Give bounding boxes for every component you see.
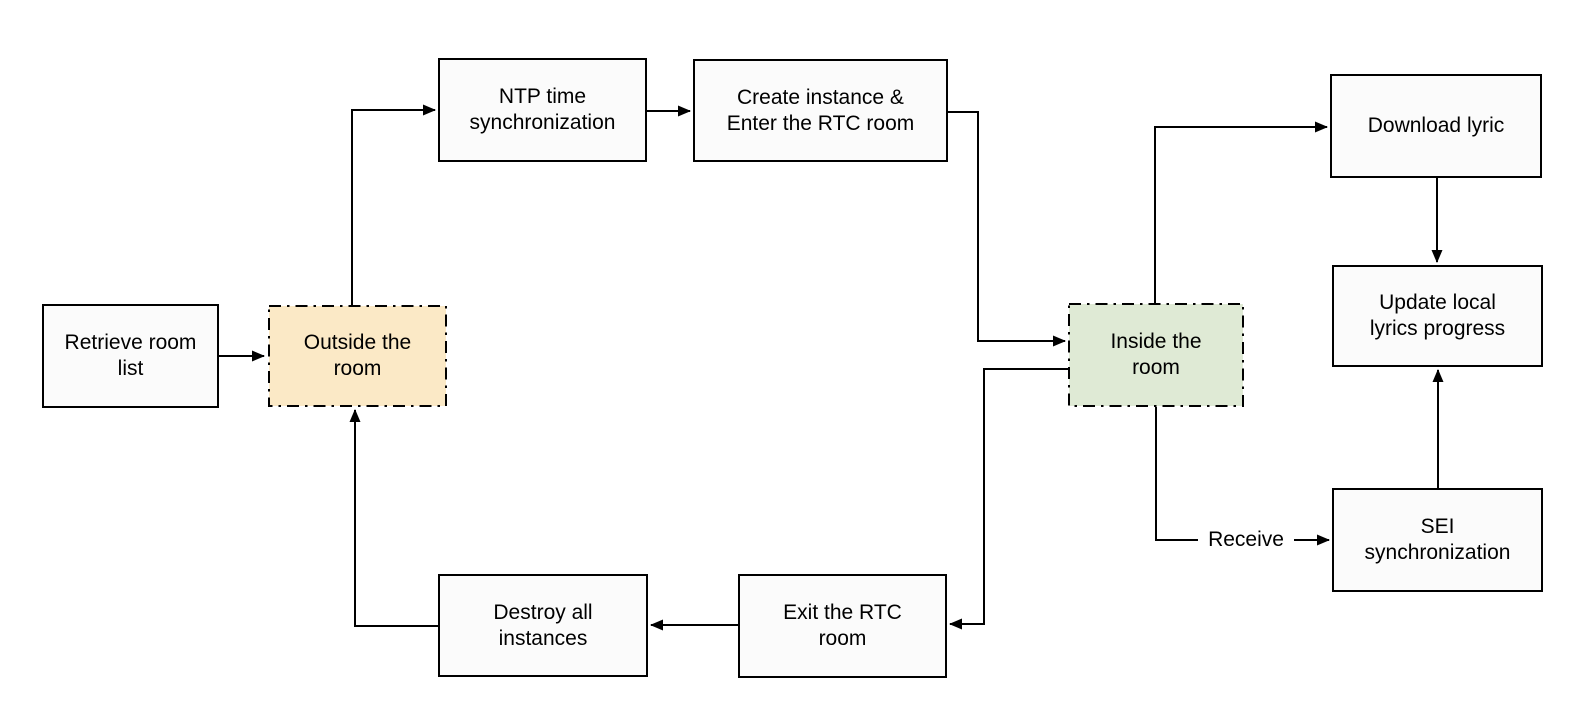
node-retrieve-room-list: Retrieve room list [42, 304, 219, 408]
node-exit-rtc-room: Exit the RTC room [738, 574, 947, 678]
node-create-instance-enter-rtc-room: Create instance & Enter the RTC room [693, 59, 948, 162]
node-inside-the-room: Inside the room [1110, 330, 1202, 379]
node-update-local-lyrics-progress: Update local lyrics progress [1332, 265, 1543, 367]
node-outside-the-room: Outside the room [303, 331, 412, 380]
edge-inside-to-download [1154, 121, 1328, 303]
inside-the-room-state-box [1068, 303, 1244, 407]
edge-create-to-inside [948, 111, 1066, 347]
edge-label-receive: Receive [1198, 528, 1294, 552]
edge-outside-to-ntp [351, 104, 436, 305]
edge-inside-to-exit [949, 368, 1068, 630]
node-download-lyric: Download lyric [1330, 74, 1542, 178]
node-destroy-all-instances: Destroy all instances [438, 574, 648, 677]
node-ntp-time-synchronization: NTP time synchronization [438, 58, 647, 162]
outside-the-room-state-box [268, 305, 447, 407]
edge-inside-to-sei [1155, 407, 1330, 546]
node-sei-synchronization: SEI synchronization [1332, 488, 1543, 592]
edge-destroy-to-outside [349, 409, 438, 627]
